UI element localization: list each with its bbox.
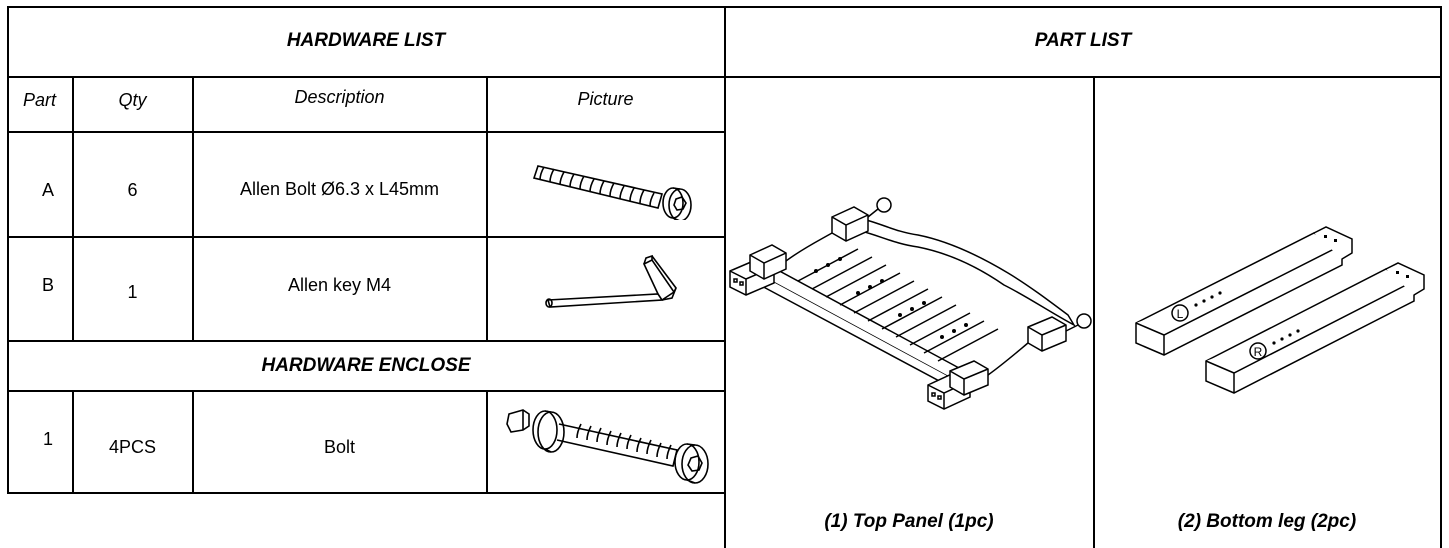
row-line-3 xyxy=(7,340,725,342)
column-header-qty: Qty xyxy=(118,90,147,110)
hardware-list-title: HARDWARE LIST xyxy=(286,30,446,51)
col-line-1a xyxy=(72,76,74,341)
row-line-2 xyxy=(7,236,725,238)
column-header-part: Part xyxy=(22,90,56,110)
top-panel-illustration xyxy=(729,197,1092,410)
border-left xyxy=(7,6,9,494)
table-row-a-part: A xyxy=(41,180,54,200)
row-line-1 xyxy=(7,131,725,133)
divider-title-row xyxy=(7,76,1442,78)
leg-mark-r: R xyxy=(1254,345,1263,359)
bottom-leg-caption: (2) Bottom leg (2pc) xyxy=(1177,511,1357,532)
col-line-3a xyxy=(486,76,488,341)
bolt-with-nut-icon xyxy=(506,409,709,484)
divider-main xyxy=(724,6,726,548)
table-row-1-description: Bolt xyxy=(323,437,356,457)
bottom-leg-illustration: L R xyxy=(1135,226,1425,394)
row-line-5 xyxy=(7,492,725,494)
column-header-description: Description xyxy=(294,87,385,107)
col-line-3b xyxy=(486,390,488,494)
table-row-b-part: B xyxy=(41,275,54,295)
hardware-enclose-title: HARDWARE ENCLOSE xyxy=(261,355,471,376)
table-row-b-description: Allen key M4 xyxy=(287,275,392,295)
table-row-a-description: Allen Bolt Ø6.3 x L45mm xyxy=(239,179,440,199)
allen-bolt-icon xyxy=(532,165,692,220)
divider-parts xyxy=(1093,76,1095,548)
table-row-a-qty: 6 xyxy=(127,180,138,200)
top-panel-caption: (1) Top Panel (1pc) xyxy=(824,511,994,532)
part-list-title: PART LIST xyxy=(1034,30,1132,51)
table-row-b-qty: 1 xyxy=(127,282,138,302)
leg-mark-l: L xyxy=(1177,307,1184,321)
column-header-picture: Picture xyxy=(577,89,634,109)
col-line-1b xyxy=(72,390,74,494)
col-line-2a xyxy=(192,76,194,341)
row-line-4 xyxy=(7,390,725,392)
allen-key-icon xyxy=(545,254,677,308)
table-row-1-part: 1 xyxy=(42,429,53,449)
table-row-1-qty: 4PCS xyxy=(108,437,157,457)
border-right xyxy=(1440,6,1442,548)
col-line-2b xyxy=(192,390,194,494)
